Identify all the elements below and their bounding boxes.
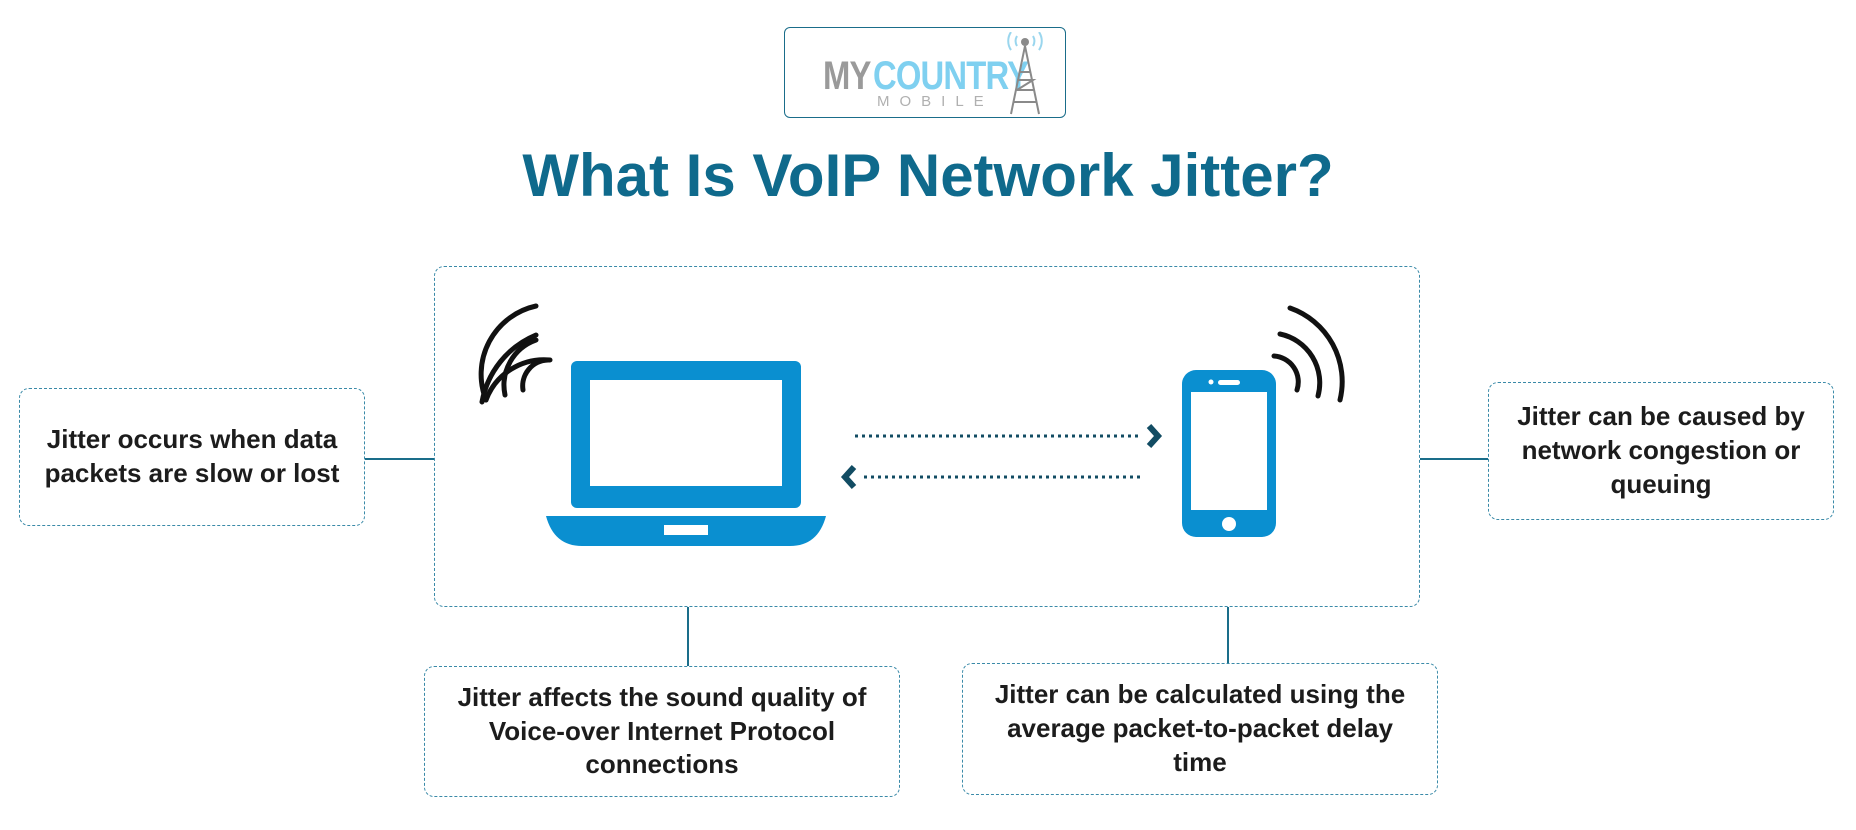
note-text: Jitter occurs when data packets are slow… [44, 424, 340, 488]
connector-left [365, 458, 434, 460]
note-delay-time: Jitter can be calculated using the avera… [962, 663, 1438, 795]
logo-text-mobile: MOBILE [877, 93, 994, 110]
page-title: What Is VoIP Network Jitter? [522, 142, 1334, 209]
connector-bottom-right [1227, 607, 1229, 663]
note-packets-slow-or-lost: Jitter occurs when data packets are slow… [19, 388, 365, 526]
connector-bottom-left [687, 607, 689, 666]
note-text: Jitter can be caused by network congesti… [1517, 401, 1805, 499]
note-congestion-or-queuing: Jitter can be caused by network congesti… [1488, 382, 1834, 520]
logo-text-country: COUNTRY [873, 54, 1029, 98]
radio-tower-icon [1007, 32, 1043, 115]
brand-logo: MY COUNTRY MOBILE [784, 27, 1066, 118]
logo-text-my: MY [823, 54, 871, 98]
note-sound-quality: Jitter affects the sound quality of Voic… [424, 666, 900, 797]
device-diagram-panel [434, 266, 1420, 607]
note-text: Jitter affects the sound quality of Voic… [457, 681, 867, 780]
connector-right [1420, 458, 1488, 460]
note-text: Jitter can be calculated using the avera… [994, 679, 1406, 777]
